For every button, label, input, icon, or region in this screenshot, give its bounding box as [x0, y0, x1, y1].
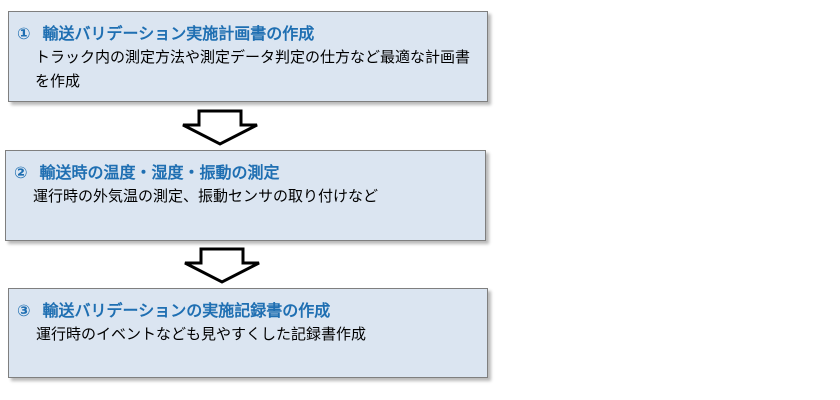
step-title-text-2: 輸送時の温度・湿度・振動の測定 [39, 163, 280, 182]
step-number-1: ① [17, 24, 31, 43]
step-description-2: 運行時の外気温の測定、振動センサの取り付けなど [33, 187, 379, 205]
step-description-1: トラック内の測定方法や測定データ判定の仕方など最適な計画書を作成 [35, 48, 471, 90]
step-title-1: ① 輸送バリデーション実施計画書の作成 [17, 20, 314, 44]
step-title-3: ③ 輸送バリデーションの実施記録書の作成 [17, 297, 330, 321]
down-arrow-icon [184, 247, 260, 284]
step-title-2: ② 輸送時の温度・湿度・振動の測定 [14, 159, 280, 183]
step-number-2: ② [14, 163, 28, 182]
step-number-3: ③ [17, 301, 31, 320]
step-title-text-3: 輸送バリデーションの実施記録書の作成 [42, 301, 331, 320]
down-arrow-icon [182, 109, 258, 146]
step-description-3: 運行時のイベントなども見やすくした記録書作成 [36, 325, 367, 343]
step-box-2: ② 輸送時の温度・湿度・振動の測定 運行時の外気温の測定、振動センサの取り付けなど [5, 150, 486, 241]
step-title-text-1: 輸送バリデーション実施計画書の作成 [42, 24, 315, 43]
step-box-1: ① 輸送バリデーション実施計画書の作成 トラック内の測定方法や測定データ判定の仕方… [8, 11, 488, 102]
step-box-3: ③ 輸送バリデーションの実施記録書の作成 運行時のイベントなども見やすくした記録書… [8, 288, 488, 378]
